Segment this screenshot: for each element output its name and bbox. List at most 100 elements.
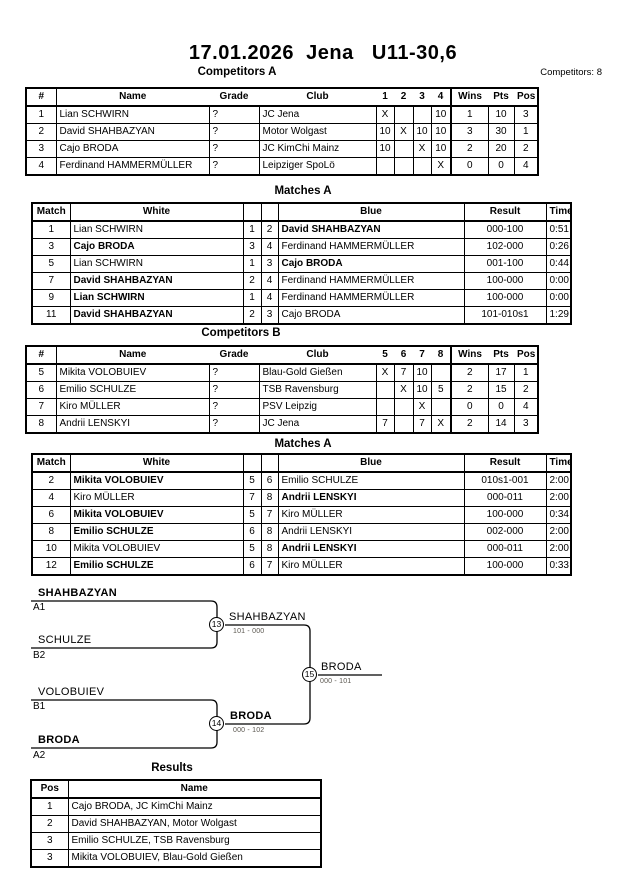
name-header: Name	[56, 345, 209, 365]
num-cell: 1	[25, 105, 57, 124]
white-name-cell: Mikita VOLOBUIEV	[69, 506, 244, 524]
blue-num-cell: 8	[260, 540, 279, 558]
score-cell: X	[430, 415, 452, 434]
blue-num-cell: 4	[260, 238, 279, 256]
score-cell: 10	[412, 381, 432, 399]
pts-cell: 14	[487, 415, 515, 434]
score-cell: X	[375, 105, 395, 124]
score-cell: 10	[412, 363, 432, 382]
grade-header: Grade	[209, 345, 259, 365]
time-cell: 2:00	[545, 540, 572, 558]
table-row: 2 David SHAHBAZYAN ? Motor Wolgast 10 X …	[25, 123, 539, 141]
club-cell: PSV Leipzig	[258, 398, 377, 416]
score-cell: X	[393, 381, 414, 399]
table-row: 3 Cajo BRODA ? JC KimChi Mainz 10 X 10 2…	[25, 140, 539, 158]
round-header: 7	[413, 345, 431, 365]
time-cell: 1:29	[545, 306, 572, 325]
time-cell: 0:26	[545, 238, 572, 256]
table-row: 1 Lian SCHWIRN ? JC Jena X 10 1 10 3	[25, 105, 539, 124]
score-cell: 10	[375, 123, 395, 141]
score-cell	[430, 363, 452, 382]
table-row: 1 Lian SCHWIRN 1 2 David SHAHBAZYAN 000-…	[31, 220, 572, 239]
time-cell: 0:44	[545, 255, 572, 273]
table-row: 2 David SHAHBAZYAN, Motor Wolgast	[30, 815, 322, 833]
blue-num-header	[260, 453, 279, 473]
bracket-score: 101 - 000	[233, 628, 265, 635]
wins-cell: 1	[450, 105, 489, 124]
table-row: 3 Emilio SCHULZE, TSB Ravensburg	[30, 832, 322, 850]
club-header: Club	[259, 87, 376, 107]
bracket-slot-name: BRODA	[38, 734, 80, 746]
grade-cell: ?	[208, 105, 260, 124]
score-cell	[393, 415, 414, 434]
table-row: 4 Kiro MÜLLER 7 8 Andrii LENSKYI 000-011…	[31, 489, 572, 507]
score-cell: X	[430, 157, 452, 176]
white-name-cell: Kiro MÜLLER	[69, 489, 244, 507]
matches-a1-heading: Matches A	[274, 185, 332, 197]
name-cell: Mikita VOLOBUIEV	[55, 363, 210, 382]
score-cell: 10	[375, 140, 395, 158]
blue-header: Blue	[277, 453, 465, 473]
blue-num-cell: 6	[260, 471, 279, 490]
blue-name-cell: Emilio SCHULZE	[277, 471, 465, 490]
bracket-match-circle: 15	[302, 667, 317, 682]
time-cell: 0:34	[545, 506, 572, 524]
pts-cell: 0	[487, 157, 515, 176]
white-name-cell: Lian SCHWIRN	[69, 255, 244, 273]
results-heading: Results	[151, 762, 193, 774]
round-header: 1	[376, 87, 394, 107]
white-name-cell: Emilio SCHULZE	[69, 523, 244, 541]
club-cell: Leipziger SpoLö	[258, 157, 377, 176]
pts-cell: 17	[487, 363, 515, 382]
blue-name-cell: Andrii LENSKYI	[277, 540, 465, 558]
white-num-cell: 5	[242, 506, 262, 524]
pos-cell: 3	[30, 849, 69, 868]
competitors-b-table: # Name Grade Club 5 6 7 8 Wins Pts Pos 5…	[25, 345, 539, 434]
results-table: Pos Name 1 Cajo BRODA, JC KimChi Mainz 2…	[30, 779, 322, 868]
wins-cell: 0	[450, 157, 489, 176]
name-cell: Kiro MÜLLER	[55, 398, 210, 416]
wins-cell: 3	[450, 123, 489, 141]
grade-cell: ?	[208, 398, 260, 416]
bracket-winner-name: SHAHBAZYAN	[229, 611, 306, 623]
match-cell: 5	[31, 255, 71, 273]
name-cell: Mikita VOLOBUIEV, Blau-Gold Gießen	[67, 849, 322, 868]
match-cell: 9	[31, 289, 71, 307]
score-cell: X	[412, 398, 432, 416]
wins-cell: 2	[450, 140, 489, 158]
white-num-cell: 1	[242, 255, 262, 273]
wins-cell: 0	[450, 398, 489, 416]
result-cell: 100-000	[463, 272, 547, 290]
grade-cell: ?	[208, 381, 260, 399]
wins-header: Wins	[450, 87, 488, 107]
result-cell: 100-000	[463, 557, 547, 576]
table-row: 10 Mikita VOLOBUIEV 5 8 Andrii LENSKYI 0…	[31, 540, 572, 558]
result-cell: 100-000	[463, 506, 547, 524]
white-num-cell: 2	[242, 272, 262, 290]
club-cell: TSB Ravensburg	[258, 381, 377, 399]
match-cell: 8	[31, 523, 71, 541]
club-cell: Blau-Gold Gießen	[258, 363, 377, 382]
num-cell: 2	[25, 123, 57, 141]
score-cell: 7	[393, 363, 414, 382]
blue-num-cell: 8	[260, 489, 279, 507]
time-cell: 0:33	[545, 557, 572, 576]
blue-name-cell: Cajo BRODA	[277, 255, 465, 273]
blue-num-header	[260, 202, 279, 222]
blue-num-cell: 3	[260, 306, 279, 325]
score-cell	[393, 157, 414, 176]
table-row: 3 Cajo BRODA 3 4 Ferdinand HAMMERMÜLLER …	[31, 238, 572, 256]
score-cell	[393, 398, 414, 416]
score-cell	[375, 157, 395, 176]
name-cell: Ferdinand HAMMERMÜLLER	[55, 157, 210, 176]
blue-name-cell: Ferdinand HAMMERMÜLLER	[277, 272, 465, 290]
white-name-cell: Lian SCHWIRN	[69, 289, 244, 307]
bracket-winner-name: BRODA	[230, 710, 272, 722]
num-cell: 5	[25, 363, 57, 382]
name-header: Name	[67, 779, 322, 799]
table-row: 9 Lian SCHWIRN 1 4 Ferdinand HAMMERMÜLLE…	[31, 289, 572, 307]
wins-cell: 2	[450, 415, 489, 434]
white-name-cell: Mikita VOLOBUIEV	[69, 471, 244, 490]
name-cell: Emilio SCHULZE, TSB Ravensburg	[67, 832, 322, 850]
name-cell: Cajo BRODA	[55, 140, 210, 158]
